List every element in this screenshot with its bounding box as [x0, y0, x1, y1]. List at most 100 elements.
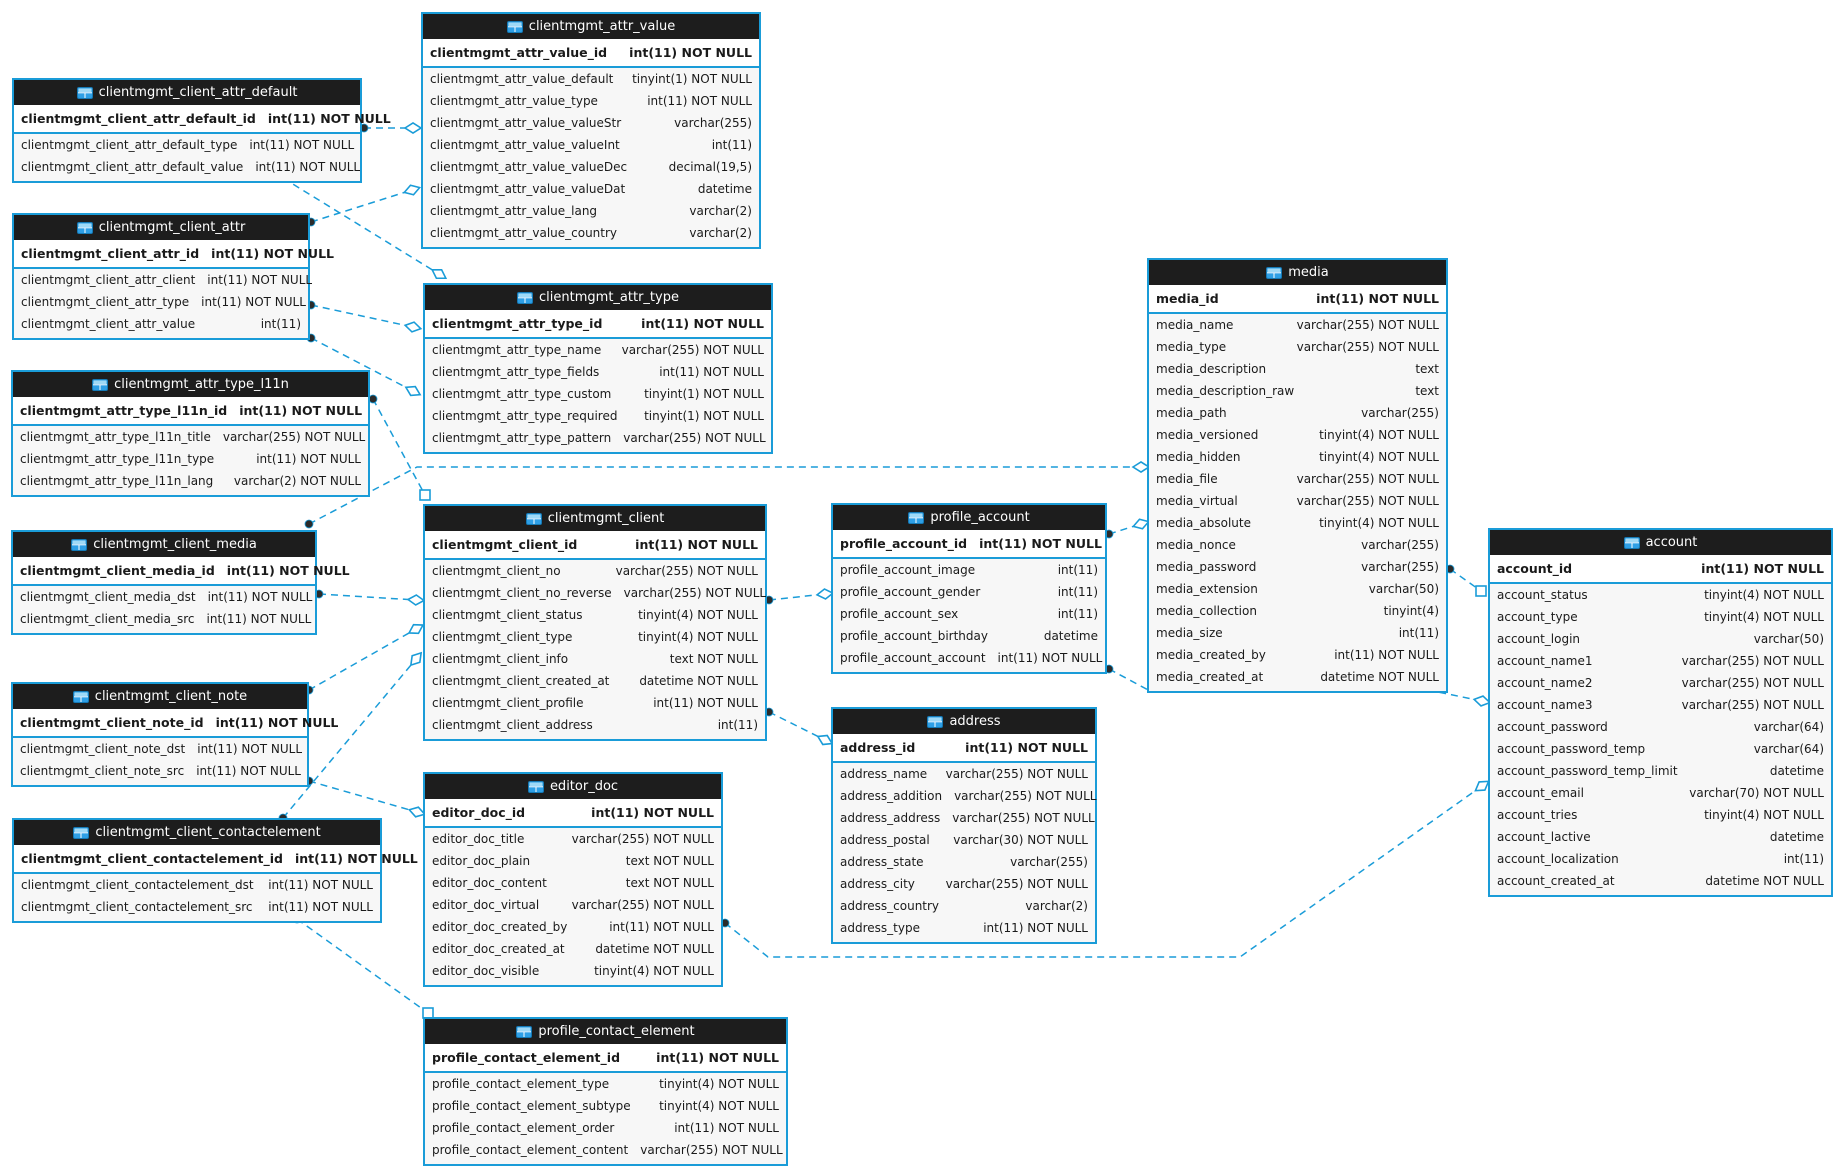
relationship-connector[interactable]: [314, 589, 426, 606]
table-pk-row[interactable]: clientmgmt_client_note_id int(11) NOT NU…: [13, 709, 338, 738]
table-row[interactable]: clientmgmt_attr_type_pattern varchar(255…: [425, 427, 771, 449]
table-row[interactable]: account_password_temp varchar(64): [1490, 738, 1831, 760]
table-row[interactable]: profile_contact_element_order int(11) NO…: [425, 1117, 786, 1139]
db-table-address[interactable]: address address_id int(11) NOT NULL addr…: [831, 707, 1097, 944]
relationship-connector[interactable]: [304, 461, 1151, 529]
relationship-connector[interactable]: [1445, 564, 1487, 597]
table-row[interactable]: profile_account_account int(11) NOT NULL: [833, 647, 1105, 669]
table-row[interactable]: account_email varchar(70) NOT NULL: [1490, 782, 1831, 804]
table-row[interactable]: clientmgmt_attr_type_l11n_lang varchar(2…: [13, 470, 368, 492]
table-row[interactable]: account_localization int(11): [1490, 848, 1831, 870]
table-row[interactable]: editor_doc_plain text NOT NULL: [425, 850, 721, 872]
relationship-connector[interactable]: [359, 122, 423, 134]
table-row[interactable]: address_name varchar(255) NOT NULL: [833, 763, 1095, 785]
table-row[interactable]: clientmgmt_client_created_at datetime NO…: [425, 670, 765, 692]
relationship-connector[interactable]: [304, 776, 427, 819]
table-header[interactable]: clientmgmt_client_attr: [14, 215, 308, 240]
relationship-connector[interactable]: [764, 588, 835, 605]
table-row[interactable]: clientmgmt_attr_value_valueInt int(11): [423, 134, 759, 156]
table-header[interactable]: clientmgmt_client_note: [13, 684, 307, 709]
table-row[interactable]: clientmgmt_client_media_dst int(11) NOT …: [13, 586, 315, 608]
table-pk-row[interactable]: editor_doc_id int(11) NOT NULL: [425, 799, 721, 828]
db-table-clientmgmt_client_note[interactable]: clientmgmt_client_note clientmgmt_client…: [11, 682, 338, 787]
db-table-clientmgmt_client_attr[interactable]: clientmgmt_client_attr clientmgmt_client…: [12, 213, 334, 340]
table-row[interactable]: clientmgmt_attr_value_valueDec decimal(1…: [423, 156, 759, 178]
table-pk-row[interactable]: address_id int(11) NOT NULL: [833, 734, 1095, 763]
table-row[interactable]: media_created_at datetime NOT NULL: [1149, 666, 1446, 688]
table-row[interactable]: editor_doc_created_by int(11) NOT NULL: [425, 916, 721, 938]
table-header[interactable]: media: [1149, 260, 1446, 285]
db-table-profile_account[interactable]: profile_account profile_account_id int(1…: [831, 503, 1107, 674]
table-header[interactable]: profile_account: [833, 505, 1105, 530]
table-header[interactable]: editor_doc: [425, 774, 721, 799]
db-table-clientmgmt_attr_type_l11n[interactable]: clientmgmt_attr_type_l11n clientmgmt_att…: [11, 370, 370, 497]
table-row[interactable]: clientmgmt_client_no_reverse varchar(255…: [425, 582, 766, 604]
table-row[interactable]: account_name1 varchar(255) NOT NULL: [1490, 650, 1831, 672]
table-pk-row[interactable]: clientmgmt_client_id int(11) NOT NULL: [425, 531, 765, 560]
table-row[interactable]: clientmgmt_attr_value_default tinyint(1)…: [423, 68, 759, 90]
table-row[interactable]: account_lactive datetime: [1490, 826, 1831, 848]
table-row[interactable]: account_password_temp_limit datetime: [1490, 760, 1831, 782]
table-pk-row[interactable]: clientmgmt_client_media_id int(11) NOT N…: [13, 557, 350, 586]
table-row[interactable]: clientmgmt_attr_value_lang varchar(2): [423, 200, 759, 222]
table-row[interactable]: profile_account_birthday datetime: [833, 625, 1105, 647]
table-row[interactable]: clientmgmt_client_attr_default_type int(…: [14, 134, 360, 156]
table-row[interactable]: clientmgmt_attr_type_required tinyint(1)…: [425, 405, 771, 427]
table-row[interactable]: profile_account_gender int(11): [833, 581, 1105, 603]
table-row[interactable]: address_city varchar(255) NOT NULL: [833, 873, 1095, 895]
table-row[interactable]: profile_contact_element_subtype tinyint(…: [425, 1095, 786, 1117]
table-row[interactable]: clientmgmt_attr_value_country varchar(2): [423, 222, 759, 244]
table-header[interactable]: clientmgmt_attr_type_l11n: [13, 372, 368, 397]
table-row[interactable]: clientmgmt_client_type tinyint(4) NOT NU…: [425, 626, 765, 648]
table-row[interactable]: clientmgmt_client_attr_value int(11): [14, 313, 308, 335]
table-row[interactable]: address_type int(11) NOT NULL: [833, 917, 1095, 939]
table-row[interactable]: clientmgmt_client_note_src int(11) NOT N…: [13, 760, 307, 782]
table-row[interactable]: address_country varchar(2): [833, 895, 1095, 917]
table-row[interactable]: account_tries tinyint(4) NOT NULL: [1490, 804, 1831, 826]
relationship-connector[interactable]: [306, 300, 423, 334]
table-row[interactable]: profile_account_image int(11): [833, 559, 1105, 581]
table-row[interactable]: clientmgmt_client_media_src int(11) NOT …: [13, 608, 315, 630]
table-row[interactable]: profile_account_sex int(11): [833, 603, 1105, 625]
relationship-connector[interactable]: [764, 707, 834, 748]
relationship-connector[interactable]: [306, 183, 422, 227]
table-row[interactable]: clientmgmt_client_attr_client int(11) NO…: [14, 269, 312, 291]
table-row[interactable]: media_created_by int(11) NOT NULL: [1149, 644, 1446, 666]
table-pk-row[interactable]: clientmgmt_attr_type_id int(11) NOT NULL: [425, 310, 771, 339]
table-pk-row[interactable]: profile_contact_element_id int(11) NOT N…: [425, 1044, 786, 1073]
table-row[interactable]: clientmgmt_attr_value_valueDat datetime: [423, 178, 759, 200]
table-row[interactable]: clientmgmt_attr_type_name varchar(255) N…: [425, 339, 771, 361]
table-row[interactable]: clientmgmt_attr_type_custom tinyint(1) N…: [425, 383, 771, 405]
table-row[interactable]: media_virtual varchar(255) NOT NULL: [1149, 490, 1446, 512]
table-header[interactable]: clientmgmt_attr_type: [425, 285, 771, 310]
db-table-profile_contact_element[interactable]: profile_contact_element profile_contact_…: [423, 1017, 788, 1166]
table-header[interactable]: clientmgmt_client_media: [13, 532, 315, 557]
table-header[interactable]: clientmgmt_client_attr_default: [14, 80, 360, 105]
relationship-connector[interactable]: [278, 173, 448, 282]
db-table-editor_doc[interactable]: editor_doc editor_doc_id int(11) NOT NUL…: [423, 772, 723, 987]
table-row[interactable]: clientmgmt_client_contactelement_dst int…: [14, 874, 380, 896]
db-table-clientmgmt_client_contactelement[interactable]: clientmgmt_client_contactelement clientm…: [12, 818, 418, 923]
db-table-clientmgmt_attr_value[interactable]: clientmgmt_attr_value clientmgmt_attr_va…: [421, 12, 761, 249]
table-row[interactable]: media_name varchar(255) NOT NULL: [1149, 314, 1446, 336]
table-row[interactable]: media_password varchar(255): [1149, 556, 1446, 578]
table-row[interactable]: media_size int(11): [1149, 622, 1446, 644]
table-row[interactable]: address_address varchar(255) NOT NULL: [833, 807, 1095, 829]
table-row[interactable]: clientmgmt_client_no varchar(255) NOT NU…: [425, 560, 765, 582]
table-row[interactable]: profile_contact_element_content varchar(…: [425, 1139, 786, 1161]
table-pk-row[interactable]: clientmgmt_client_contactelement_id int(…: [14, 845, 418, 874]
table-row[interactable]: account_password varchar(64): [1490, 716, 1831, 738]
table-row[interactable]: clientmgmt_client_contactelement_src int…: [14, 896, 380, 918]
relationship-connector[interactable]: [720, 777, 1491, 958]
db-table-clientmgmt_client_media[interactable]: clientmgmt_client_media clientmgmt_clien…: [11, 530, 350, 635]
table-row[interactable]: clientmgmt_attr_value_type int(11) NOT N…: [423, 90, 759, 112]
table-header[interactable]: profile_contact_element: [425, 1019, 786, 1044]
table-row[interactable]: clientmgmt_client_address int(11): [425, 714, 765, 736]
table-row[interactable]: clientmgmt_attr_value_valueStr varchar(2…: [423, 112, 759, 134]
table-row[interactable]: account_login varchar(50): [1490, 628, 1831, 650]
db-table-clientmgmt_attr_type[interactable]: clientmgmt_attr_type clientmgmt_attr_typ…: [423, 283, 773, 454]
db-table-account[interactable]: account account_id int(11) NOT NULL acco…: [1488, 528, 1833, 897]
table-row[interactable]: media_nonce varchar(255): [1149, 534, 1446, 556]
table-row[interactable]: clientmgmt_client_profile int(11) NOT NU…: [425, 692, 765, 714]
table-row[interactable]: editor_doc_virtual varchar(255) NOT NULL: [425, 894, 721, 916]
